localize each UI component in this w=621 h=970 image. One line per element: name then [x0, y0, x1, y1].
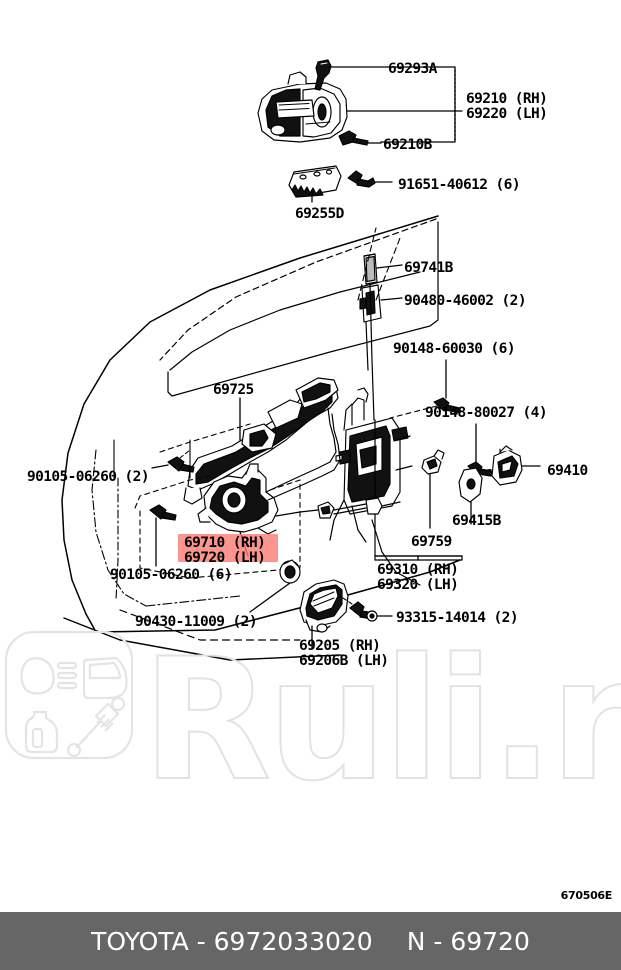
screw-91651-40612 — [347, 170, 376, 188]
callout-90148-80027[interactable]: 90148-80027 (4) — [425, 405, 548, 421]
parts-diagram-canvas: 69293A 69210 (RH) 69220 (LH) 69210B 9165… — [4, 59, 621, 902]
callout-91651-40612[interactable]: 91651-40612 (6) — [398, 177, 521, 193]
grommet-90430-11009 — [279, 559, 301, 584]
callout-69293A[interactable]: 69293A — [388, 61, 437, 77]
callout-90105-06260-6[interactable]: 90105-06260 (6) — [110, 567, 233, 583]
plate-69415B — [458, 467, 483, 503]
callout-69210-69220[interactable]: 69210 (RH) 69220 (LH) — [466, 91, 548, 122]
clip-90480-46002 — [359, 284, 382, 323]
callout-93315-14014[interactable]: 93315-14014 (2) — [396, 610, 519, 626]
handle-screw-69210B — [338, 130, 369, 146]
callout-90148-60030[interactable]: 90148-60030 (6) — [393, 341, 516, 357]
callout-90480-46002[interactable]: 90480-46002 (2) — [404, 293, 527, 309]
footer-bar: TOYOTA - 6972033020 N - 69720 — [0, 912, 621, 970]
callout-69210B[interactable]: 69210B — [383, 137, 432, 153]
screw-93315-14014 — [349, 601, 378, 622]
screw-90148-60030 — [433, 397, 461, 414]
callout-69415B[interactable]: 69415B — [452, 513, 501, 529]
handle-clip-69293A — [314, 59, 332, 91]
callout-90430-11009[interactable]: 90430-11009 (2) — [135, 614, 258, 630]
callout-69741B[interactable]: 69741B — [404, 260, 453, 276]
rod-clip-a — [317, 501, 335, 519]
lock-actuator-69710-69720 — [197, 463, 279, 535]
parts-diagram-illustration — [61, 59, 541, 661]
screw-90105-06260-b — [149, 504, 177, 521]
callout-69710-69720[interactable]: 69710 (RH) 69720 (LH) — [184, 535, 266, 566]
callout-69205-69206B[interactable]: 69205 (RH) 69206B (LH) — [299, 638, 389, 669]
sheet-code: 670506E — [560, 889, 613, 902]
rod-clip-b — [365, 497, 383, 515]
inside-door-handle-69205 — [299, 579, 349, 633]
door-lock-assembly — [329, 387, 413, 543]
clip-69759 — [421, 449, 445, 475]
callout-69310-69320[interactable]: 69310 (RH) 69320 (LH) — [377, 562, 459, 593]
callout-69725[interactable]: 69725 — [213, 382, 254, 398]
door-protector-69255D — [288, 165, 342, 198]
footer-node-part: N - 69720 — [406, 926, 530, 956]
outside-door-handle-group — [257, 71, 348, 143]
footer-brand-part: TOYOTA - 6972033020 — [91, 926, 373, 956]
striker-69410 — [491, 445, 523, 486]
callout-90105-06260-2[interactable]: 90105-06260 (2) — [27, 469, 150, 485]
callout-69255D[interactable]: 69255D — [295, 206, 344, 222]
door-panel-outline — [61, 215, 461, 661]
inside-lock-lever-69725 — [183, 377, 339, 505]
callout-69410[interactable]: 69410 — [547, 463, 588, 479]
callout-69759[interactable]: 69759 — [411, 534, 452, 550]
